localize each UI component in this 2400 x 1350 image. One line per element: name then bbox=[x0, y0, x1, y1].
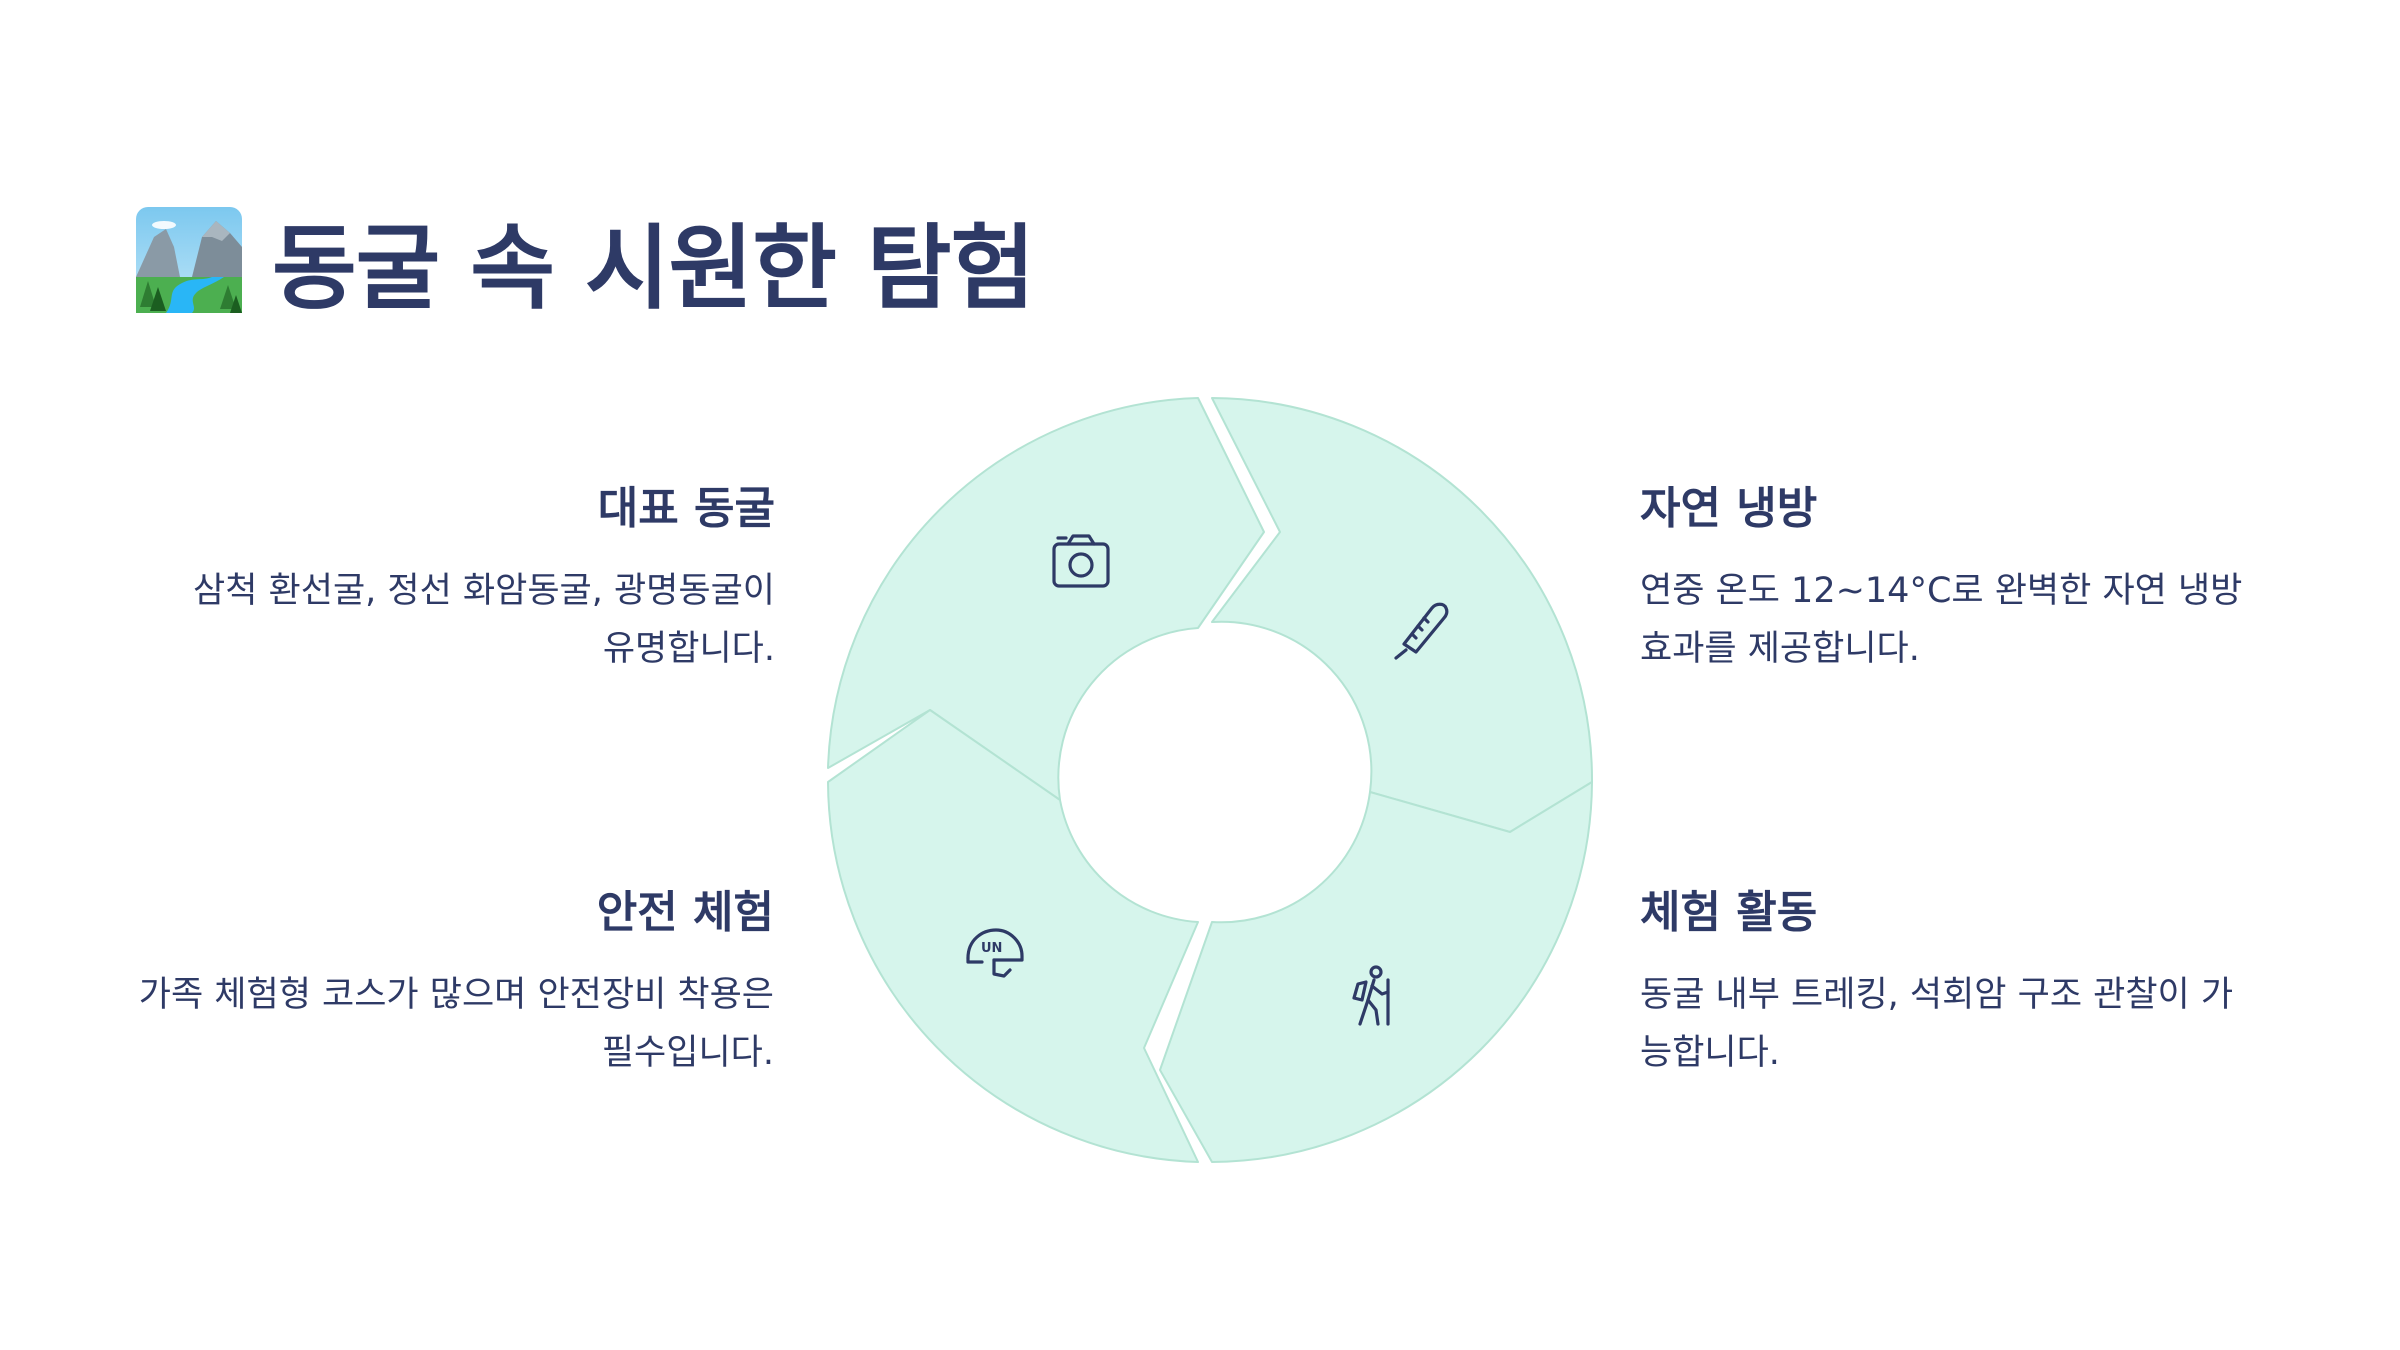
block-cooling: 자연 냉방 연중 온도 12~14°C로 완벽한 자연 냉방 효과를 제공합니다… bbox=[1640, 472, 2260, 678]
national-park-icon bbox=[136, 207, 242, 313]
helmet-icon: UN bbox=[966, 928, 1024, 978]
cycle-segment-activity bbox=[1159, 781, 1593, 1163]
thermometer-icon bbox=[1394, 602, 1449, 660]
block-caves-heading: 대표 동굴 bbox=[597, 483, 775, 534]
block-safety-description: 가족 체험형 코스가 많으며 안전장비 착용은 필수입니다. bbox=[138, 975, 774, 1073]
block-cooling-heading: 자연 냉방 bbox=[1640, 483, 1818, 534]
block-safety-heading: 안전 체험 bbox=[596, 887, 774, 938]
hiker-icon bbox=[1352, 965, 1390, 1026]
camera-icon bbox=[1052, 534, 1110, 588]
helmet-un-label: UN bbox=[981, 941, 1002, 956]
block-activity-description: 동굴 내부 트레킹, 석회암 구조 관찰이 가능합니다. bbox=[1640, 975, 2234, 1073]
block-activity-heading: 체험 활동 bbox=[1640, 887, 1818, 938]
cycle-segment-caves bbox=[827, 397, 1265, 801]
block-safety: 안전 체험 가족 체험형 코스가 많으며 안전장비 착용은 필수입니다. bbox=[136, 876, 774, 1082]
cycle-segment-cooling bbox=[1211, 397, 1594, 833]
slide-title: 동굴 속 시원한 탐험 bbox=[136, 190, 1035, 330]
page-title: 동굴 속 시원한 탐험 bbox=[272, 214, 1035, 322]
block-caves-description: 삼척 환선굴, 정선 화암동굴, 광명동굴이 유명합니다. bbox=[193, 571, 775, 669]
block-activity: 체험 활동 동굴 내부 트레킹, 석회암 구조 관찰이 가능합니다. bbox=[1640, 876, 2260, 1082]
block-cooling-description: 연중 온도 12~14°C로 완벽한 자연 냉방 효과를 제공합니다. bbox=[1640, 571, 2243, 669]
block-caves: 대표 동굴 삼척 환선굴, 정선 화암동굴, 광명동굴이 유명합니다. bbox=[155, 472, 775, 678]
cycle-diagram: UN bbox=[827, 397, 1594, 1163]
